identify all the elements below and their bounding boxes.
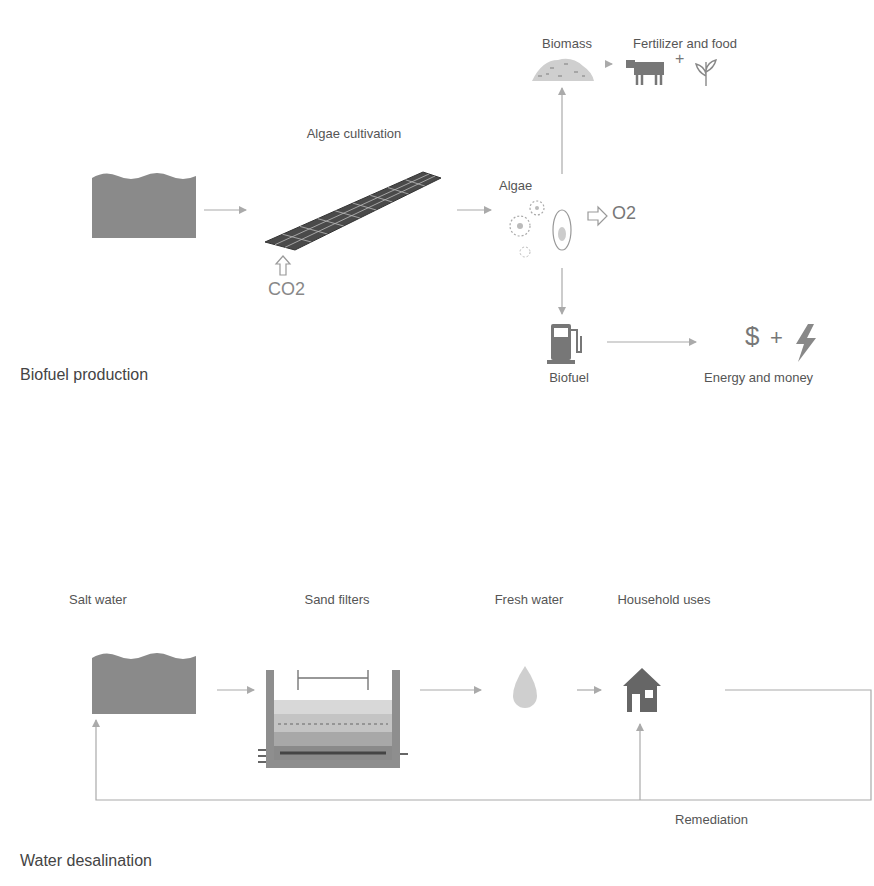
water-body — [92, 173, 196, 238]
flow-arrow — [610, 63, 612, 64]
flow-arrow — [96, 690, 871, 800]
icon-node: Household uses — [605, 592, 723, 716]
icon-node: Sand filters — [258, 592, 416, 775]
node-label: Sand filters — [258, 592, 416, 608]
icon-node: Algae cultivation — [255, 126, 453, 256]
flow-arrow — [420, 689, 481, 690]
section-title: Biofuel production — [20, 366, 148, 384]
flow-arrow — [561, 268, 562, 314]
flow-arrow — [204, 209, 246, 210]
node-label: Energy and money — [700, 370, 868, 386]
salt-water — [65, 650, 205, 716]
flow-arrow — [217, 689, 254, 690]
o2-hollow-arrow — [588, 207, 607, 225]
flow-arrow — [457, 209, 491, 210]
algae-cells — [495, 194, 605, 264]
icon-node: Salt water — [65, 592, 213, 716]
node-label: Algae — [495, 178, 613, 194]
water-drop — [485, 650, 565, 716]
cultivation-panel — [255, 166, 445, 256]
node-label: Fertilizer and food — [616, 36, 754, 52]
plus-sign: + — [675, 50, 684, 68]
icon-node: Biofuel — [535, 318, 603, 386]
node-label: Household uses — [605, 592, 723, 608]
biomass-pile — [528, 54, 598, 84]
icon-node: Fresh water — [485, 592, 573, 716]
icon-node: Energy and money — [700, 318, 868, 386]
edge-label: Remediation — [672, 812, 751, 827]
remediation-branch — [639, 724, 640, 800]
plus-sign: + — [770, 326, 783, 350]
icon-node: Fertilizer and food — [616, 36, 754, 88]
node-label: Algae cultivation — [255, 126, 453, 142]
sand-filter — [258, 650, 408, 775]
icon-node: Biomass — [528, 36, 606, 84]
node-label: Biomass — [528, 36, 606, 52]
money-sign: $ — [745, 322, 759, 351]
gas-label: CO2 — [268, 280, 305, 300]
flow-arrow — [561, 88, 562, 174]
gas-label: O2 — [612, 204, 636, 224]
node-label: Fresh water — [485, 592, 573, 608]
co2-hollow-arrow — [276, 256, 290, 275]
fuel-pump — [535, 318, 595, 366]
section-title: Water desalination — [20, 852, 152, 870]
icon-node: Algae — [495, 178, 613, 264]
house — [605, 650, 715, 716]
node-label: Salt water — [65, 592, 213, 608]
node-label: Biofuel — [535, 370, 603, 386]
flow-arrow — [607, 341, 696, 342]
flow-arrow — [577, 689, 601, 690]
